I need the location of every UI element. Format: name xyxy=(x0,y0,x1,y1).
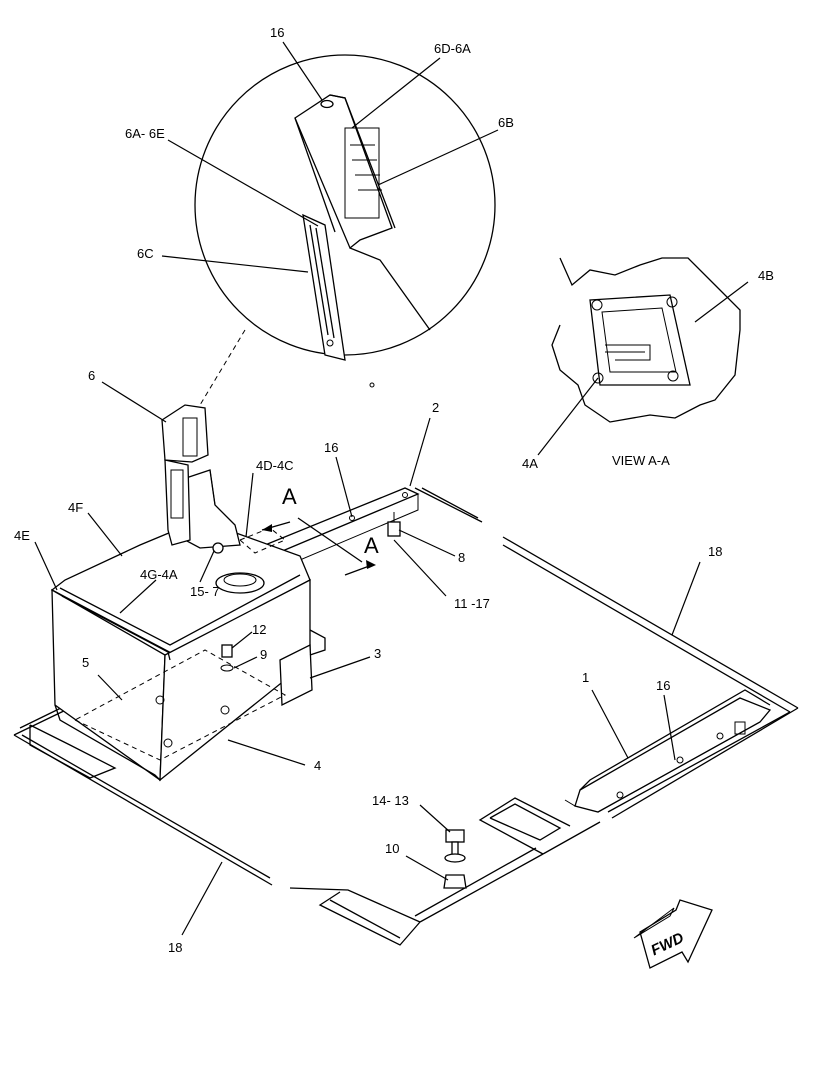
callout-18-bottom: 18 xyxy=(168,940,182,955)
floor-plate xyxy=(13,487,799,946)
callout-16-top: 16 xyxy=(270,25,284,40)
callout-12: 12 xyxy=(252,622,266,637)
callout-3: 3 xyxy=(374,646,381,661)
view-a-a-label: VIEW A-A xyxy=(612,453,670,468)
callout-4: 4 xyxy=(314,758,321,773)
callout-6d-6a: 6D-6A xyxy=(434,41,471,56)
callout-8: 8 xyxy=(458,550,465,565)
section-arrows xyxy=(261,517,376,576)
callout-1: 1 xyxy=(582,670,589,685)
callout-4f: 4F xyxy=(68,500,83,515)
callout-6b: 6B xyxy=(498,115,514,130)
callout-15-7: 15- 7 xyxy=(190,584,220,599)
callout-6: 6 xyxy=(88,368,95,383)
leader-lines xyxy=(34,41,749,936)
detail-circle xyxy=(194,54,496,406)
fwd-arrow-icon: FWD xyxy=(633,899,713,969)
callout-labels: 16 6D-6A 6B 6A- 6E 6C 6 4B 4A VIEW A-A 2… xyxy=(14,25,774,955)
sender-unit-part-6 xyxy=(161,404,209,546)
callout-11-17: 11 -17 xyxy=(454,596,490,611)
callout-2: 2 xyxy=(432,400,439,415)
section-a-lower: A xyxy=(364,533,379,558)
bolt-stack xyxy=(443,829,467,889)
callout-9: 9 xyxy=(260,647,267,662)
callout-6a-6e: 6A- 6E xyxy=(125,126,165,141)
callout-16-strip: 16 xyxy=(324,440,338,455)
callout-5: 5 xyxy=(82,655,89,670)
callout-4a: 4A xyxy=(522,456,538,471)
callout-16-rail: 16 xyxy=(656,678,670,693)
view-a-a-detail xyxy=(551,257,741,423)
rail-part-1 xyxy=(564,689,772,813)
section-a-upper: A xyxy=(282,484,297,509)
callout-14-13: 14- 13 xyxy=(372,793,409,808)
callout-4b: 4B xyxy=(758,268,774,283)
callout-6c: 6C xyxy=(137,246,154,261)
callout-18-right: 18 xyxy=(708,544,722,559)
tank-part-4 xyxy=(50,469,326,782)
callout-10: 10 xyxy=(385,841,399,856)
callout-4e: 4E xyxy=(14,528,30,543)
callout-4d-4c: 4D-4C xyxy=(256,458,294,473)
callout-4g-4a: 4G-4A xyxy=(140,567,178,582)
